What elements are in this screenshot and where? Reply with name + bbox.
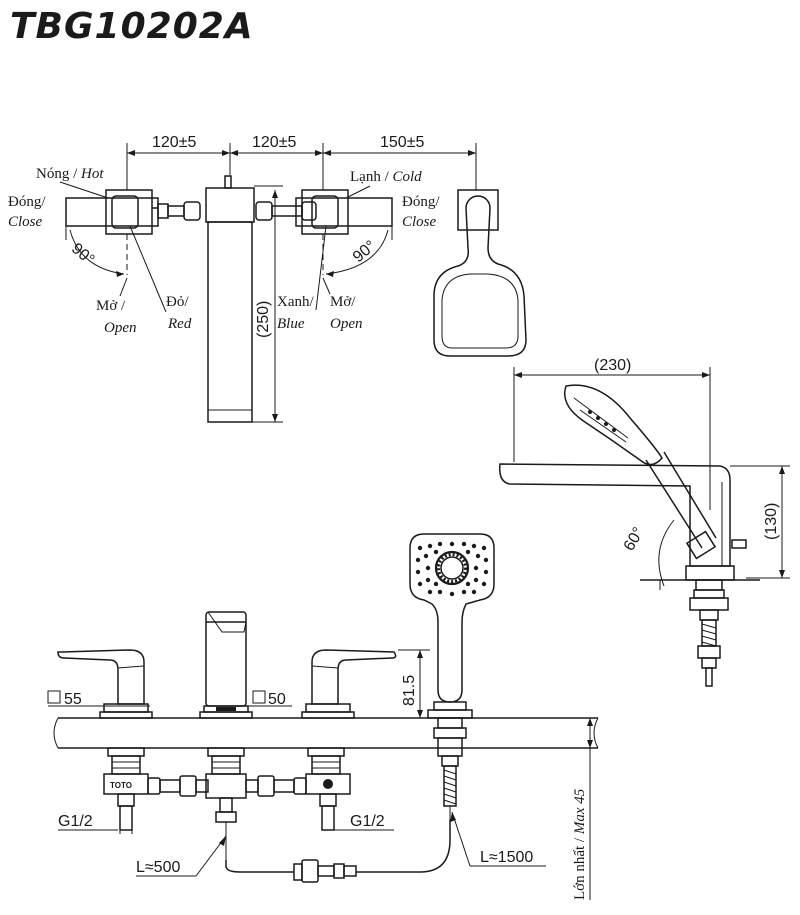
label-open-left-en: Open xyxy=(104,320,137,336)
shower-nozzles xyxy=(415,541,489,597)
label-cold: Lạnh / Cold xyxy=(350,169,422,185)
dim-handle-height: 81.5 xyxy=(401,675,418,706)
dim-spacing-left: 120±5 xyxy=(152,134,196,151)
hose-shower-length: L≈1500 xyxy=(480,849,533,866)
angle-shower: 60° xyxy=(621,525,648,554)
model-title: TBG10202A xyxy=(10,6,254,47)
dim-base-center: 50 xyxy=(268,691,286,708)
label-hot: Nóng / Hot xyxy=(36,166,104,182)
dim-max-thickness: Lớn nhất / Max 45 xyxy=(572,788,588,900)
thread-left: G1/2 xyxy=(58,813,93,830)
side-view-shower: (230) (130) 60° xyxy=(498,357,790,687)
label-open-right-en: Open xyxy=(330,316,363,332)
label-blue-en: Blue xyxy=(277,316,305,332)
label-open-right-vn: Mở/ xyxy=(330,294,356,310)
dim-shower-reach: (230) xyxy=(594,357,631,374)
dim-spacing-right: 150±5 xyxy=(380,134,424,151)
square-size-center-icon xyxy=(252,690,266,704)
label-close-left-vn: Đóng/ xyxy=(8,194,46,210)
dim-shower-height: (130) xyxy=(763,503,780,540)
label-close-left-en: Close xyxy=(8,214,43,230)
label-close-right-vn: Đóng/ xyxy=(402,194,440,210)
angle-left: 90° xyxy=(68,240,97,269)
label-blue-vn: Xanh/ xyxy=(277,294,314,310)
square-size-left-icon xyxy=(47,690,61,704)
dim-spacing-center: 120±5 xyxy=(252,134,296,151)
hose-supply-length: L≈500 xyxy=(136,859,180,876)
top-view: 120±5 120±5 150±5 90° (250) xyxy=(8,134,527,423)
angle-right: 90° xyxy=(350,238,379,267)
dim-spout-length: (250) xyxy=(255,301,272,338)
dim-base-left: 55 xyxy=(64,691,82,708)
thread-right: G1/2 xyxy=(350,813,385,830)
cold-marker-icon xyxy=(323,779,333,789)
label-red-vn: Đỏ/ xyxy=(166,294,189,310)
label-close-right-en: Close xyxy=(402,214,437,230)
label-open-left-vn: Mở / xyxy=(96,298,126,314)
brand-mark: TOTO xyxy=(110,781,132,790)
label-red-en: Red xyxy=(167,316,192,332)
front-view: Lớn nhất / Max 45 55 50 xyxy=(47,533,599,900)
